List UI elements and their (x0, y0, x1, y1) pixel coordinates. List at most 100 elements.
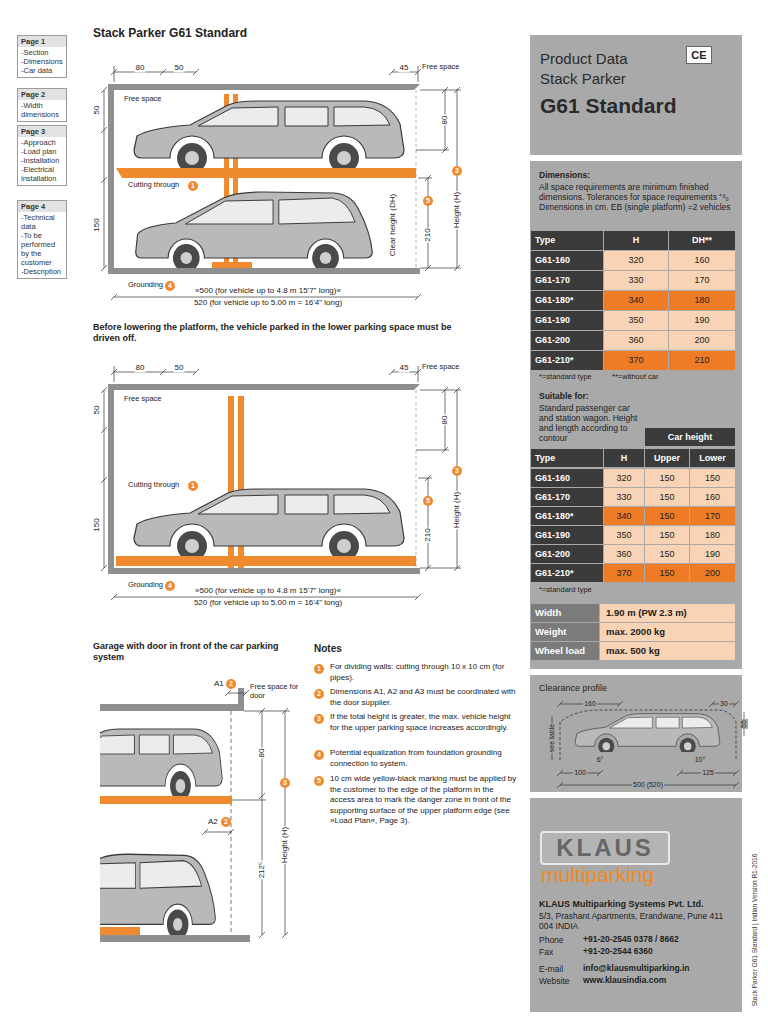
table-cell: 340 (604, 291, 668, 310)
table-cell: 350 (604, 526, 644, 544)
table-cell: 370 (604, 351, 668, 370)
box-heading: Page 4 (18, 201, 66, 212)
company-name: KLAUS Multiparking Systems Pvt. Ltd. (539, 899, 704, 909)
table-cell: 190 (669, 311, 735, 330)
clearance-panel (530, 675, 742, 792)
drawing-label: Free space for door (250, 683, 302, 700)
box-text: -Car data (21, 66, 63, 75)
table-cell: G61-170 (531, 488, 603, 506)
clearance-car (575, 714, 720, 755)
note-text: Dimensions A1, A2 and A3 must be coordin… (330, 687, 518, 708)
dimension-label: 100 (573, 769, 587, 777)
footnote: **=without car (612, 373, 658, 382)
table-cell: 150 (690, 469, 735, 487)
dimension-lines (202, 690, 290, 938)
dimension-label: Height (H) (452, 191, 461, 229)
drawing-label: Free space (124, 95, 162, 104)
table-cell: G61-160 (531, 251, 603, 270)
table-header: Lower (690, 449, 735, 467)
dimension-label: Height (H) (280, 826, 289, 864)
dimension-label: »500 (for vehicle up to 4.8 m 15'7" long… (193, 586, 343, 595)
spec-label: Width (531, 604, 599, 622)
page-index-box: Page 1-Section-Dimensions-Car data (17, 35, 67, 78)
spec-label: Wheel load (531, 642, 599, 660)
box-heading: Page 2 (18, 89, 66, 100)
table-cell: 370 (604, 564, 644, 582)
table-header: DH** (669, 231, 735, 250)
page-index-box: Page 2-Width dimensions (17, 88, 67, 122)
drawing-label: Cutting through (128, 181, 179, 190)
table-cell: G61-180* (531, 291, 603, 310)
note-text: 10 cm wide yellow-black marking must be … (330, 774, 518, 827)
table-cell: 190 (690, 545, 735, 563)
station-wagon (134, 101, 404, 173)
table-cell: 150 (645, 488, 689, 506)
dimension-label: 500 (520) (632, 781, 664, 789)
callout-number: 3 (452, 166, 462, 176)
spec-heading: +91-20-2545 0378 / 8662 (583, 935, 679, 945)
dimension-label: 6° (596, 756, 605, 764)
table-cell: G61-200 (531, 545, 603, 563)
callout-number: 4 (165, 281, 175, 291)
dimension-label: see table (548, 723, 556, 753)
upper-platform (116, 168, 416, 178)
dimension-label: 45 (399, 63, 410, 72)
table-cell: 210 (669, 351, 735, 370)
hatchback (136, 192, 373, 272)
table-cell: G61-210* (531, 564, 603, 582)
dimension-label: 520 (for vehicle up to 5.00 m = 16'4" lo… (192, 298, 344, 307)
boundary-line (416, 90, 417, 268)
box-text: -Installation (21, 156, 63, 165)
box-text: -Technical data (21, 213, 63, 231)
ceiling (100, 688, 244, 711)
dimension-label: 80 (135, 363, 146, 372)
box-text: -To be performed by the customer (21, 231, 63, 267)
upper-platform (100, 796, 232, 804)
table-cell: 350 (604, 311, 668, 330)
callout-number: 2 (226, 679, 236, 689)
spec-panel (530, 161, 742, 669)
spec-value: max. 2000 kg (600, 623, 735, 641)
callout-number: 1 (188, 181, 198, 191)
table-cell: 150 (645, 507, 689, 525)
table-cell: 150 (645, 564, 689, 582)
dimension-label: 80 (257, 748, 266, 759)
table-cell: 200 (690, 564, 735, 582)
callout-number: 3 (314, 714, 324, 724)
lowered-platform (116, 556, 416, 566)
dimension-label: 45 (399, 363, 410, 372)
garage-structure (108, 84, 420, 274)
garage-door-section (100, 729, 222, 939)
footnote: *=standard type (539, 586, 592, 595)
document-id: Stack Parker G61 Standard | Indian Versi… (751, 854, 758, 1007)
page-index-box: Page 3-Approach-Load plan-Installation-E… (17, 125, 67, 186)
table-header: H (604, 449, 644, 467)
spec-text: E-mail (539, 964, 563, 974)
drawing-label: Grounding (128, 581, 163, 590)
callout-number: 2 (221, 817, 231, 827)
footnote: *=standard type (539, 373, 592, 382)
note-text: Potential equalization from foundation g… (330, 748, 518, 769)
spec-heading: Dimensions: (539, 171, 590, 181)
spec-value: max. 500 kg (600, 642, 735, 660)
callout-number: 4 (165, 581, 175, 591)
table-cell: 320 (604, 469, 644, 487)
spec-heading: +91-20-2544 6360 (583, 947, 653, 957)
dimension-label: Clear height (DH) (388, 193, 397, 257)
spec-heading: www.klausindia.com (583, 976, 666, 986)
table-cell: G61-200 (531, 331, 603, 350)
table-header: Type (531, 449, 603, 467)
spec-text: Phone (539, 935, 564, 945)
callout-number: 1 (188, 481, 198, 491)
callout-number: 4 (314, 750, 324, 760)
dimension-label: 80 (440, 415, 449, 426)
dimension-label: 212⁵ (257, 861, 266, 880)
dimension-label: »500 (for vehicle up to 4.8 m 15'7" long… (193, 286, 343, 295)
page-title: Stack Parker G61 Standard (93, 27, 247, 41)
table-cell: 180 (669, 291, 735, 310)
drawing-label: Free space (422, 363, 460, 372)
dimension-label: A1 (213, 679, 225, 688)
table-cell: G61-190 (531, 526, 603, 544)
table-cell: 170 (669, 271, 735, 290)
table-cell: 330 (604, 488, 644, 506)
